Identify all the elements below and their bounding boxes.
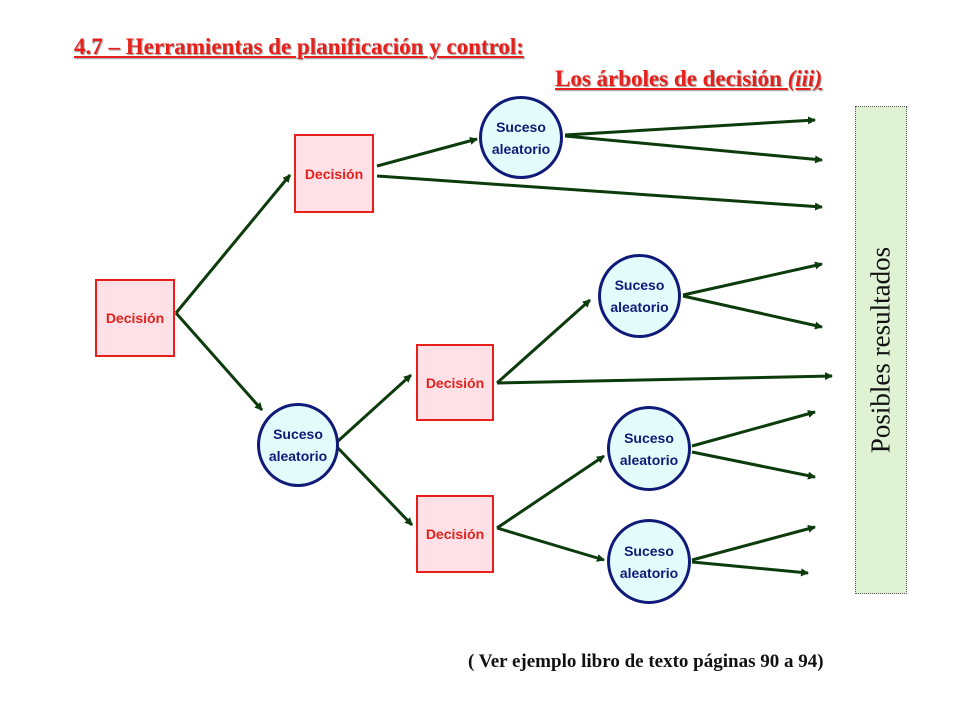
decision-node-label: Decisión [105,310,165,326]
decision-node-label: Decisión [425,374,485,391]
edge-chance-right-3-to-outcome-10 [691,560,809,577]
chance-node-right-2: Suceso aleatorio [607,406,691,491]
page-title: 4.7 – Herramientas de planificación y co… [74,34,524,59]
edge-decision-top-to-chance-top [376,136,478,168]
decision-node-root: Decisión [95,279,175,357]
chance-node-label-line1: Suceso [273,426,323,442]
chance-node-label-line1: Suceso [624,542,674,559]
decision-node-label: Decisión [304,165,364,182]
decision-node-bottom: Decisión [416,495,494,573]
edge-chance-right-1-to-outcome-4 [682,261,823,297]
edge-decision-top-to-outcome-3 [376,174,823,211]
edge-chance-main-to-decision-mid [335,373,413,444]
chance-node-label-line1: Suceso [624,429,674,446]
subtitle-text: Los árboles de decisión [555,66,788,91]
subtitle-tag: (iii) [787,66,823,91]
reference-note: ( Ver ejemplo libro de texto páginas 90 … [468,651,824,672]
outcomes-panel: Posibles resultados [855,106,907,594]
edge-chance-top-to-outcome-1 [564,116,816,137]
edge-chance-top-to-outcome-2 [564,134,823,164]
outcomes-label: Posibles resultados [865,246,896,454]
decision-node-top: Decisión [294,134,374,213]
edge-chance-right-1-to-outcome-5 [682,294,823,330]
chance-node-label-line2: aleatorio [619,451,679,468]
edge-chance-right-2-to-outcome-7 [691,410,816,448]
edge-decision-bottom-to-chance-right-3 [496,526,605,562]
chance-node-right-1: Suceso aleatorio [598,254,681,338]
edge-decision-bottom-to-chance-right-2 [496,454,605,530]
chance-node-main: Suceso aleatorio [257,403,339,487]
decision-node-middle: Decisión [416,344,494,421]
edge-root-to-chance-main [174,312,264,411]
edge-decision-mid-to-chance-right-1 [496,298,591,385]
page-subtitle: Los árboles de decisión (iii) [555,66,822,92]
chance-node-label-line1: Suceso [496,118,546,135]
chance-node-label-line2: aleatorio [610,299,669,315]
chance-node-top: Suceso aleatorio [479,96,563,179]
edge-chance-main-to-decision-bottom [335,445,414,527]
edge-root-to-decision-top [174,174,292,314]
decision-node-label: Decisión [425,526,485,542]
chance-node-label-line2: aleatorio [268,448,328,464]
chance-node-right-3: Suceso aleatorio [607,519,691,604]
edge-chance-right-3-to-outcome-9 [691,524,816,562]
edge-decision-mid-to-outcome-6 [496,372,833,385]
chance-node-label-line2: aleatorio [619,564,679,581]
edge-chance-right-2-to-outcome-8 [691,450,816,480]
chance-node-label-line2: aleatorio [491,140,551,157]
chance-node-label-line1: Suceso [614,277,665,293]
